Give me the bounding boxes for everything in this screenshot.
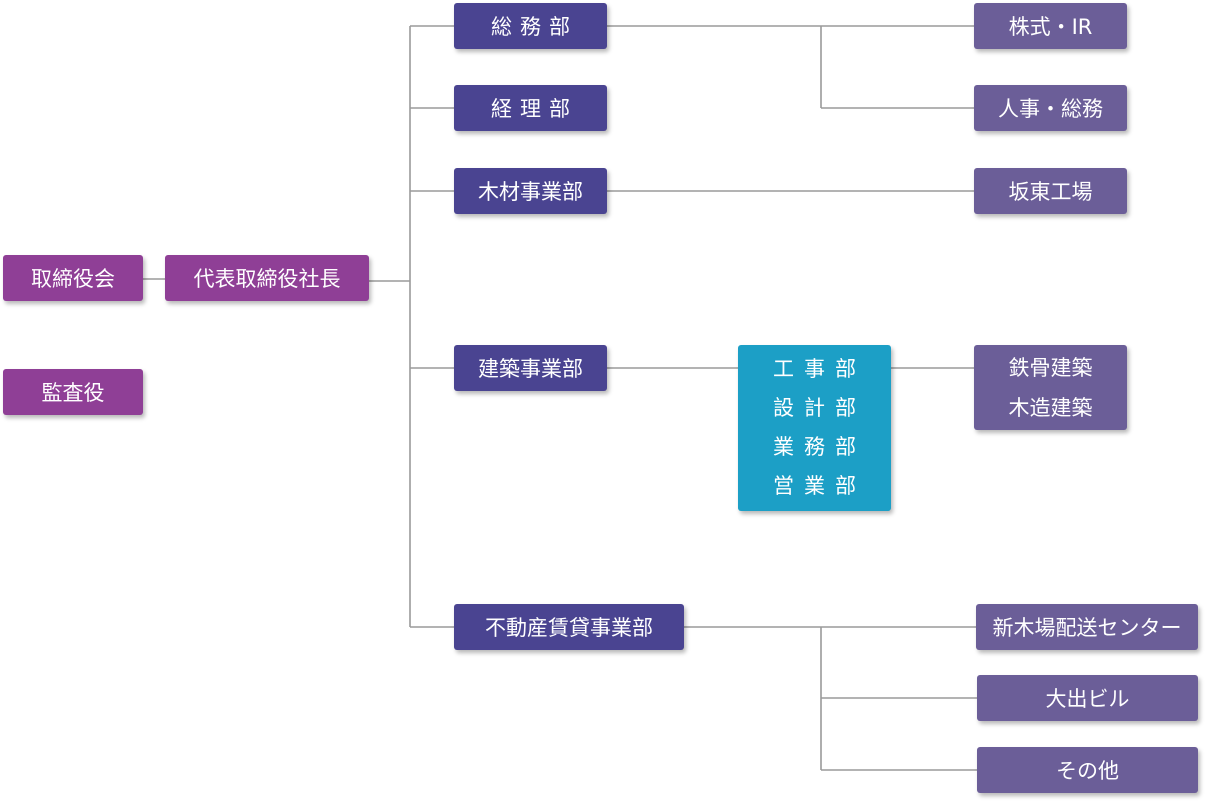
real-estate-rental-division-box: 不動産賃貸事業部 (454, 604, 684, 650)
construction-division-box: 建築事業部 (454, 345, 607, 391)
auditor-label: 監査役 (41, 381, 105, 405)
construction-types-box: 鉄骨建築 木造建築 (974, 345, 1127, 430)
bando-factory-label: 坂東工場 (1008, 180, 1093, 204)
shinkiba-delivery-center-label: 新木場配送センター (992, 616, 1182, 640)
general-affairs-division-label: 総務部 (491, 15, 578, 39)
general-affairs-division-box: 総務部 (454, 3, 607, 49)
hr-general-affairs-section-label: 人事・総務 (998, 97, 1103, 121)
hr-general-affairs-section-box: 人事・総務 (974, 85, 1127, 131)
oide-building-label: 大出ビル (1045, 687, 1130, 711)
auditor-box: 監査役 (3, 369, 143, 415)
oide-building-box: 大出ビル (977, 675, 1198, 721)
others-label: その他 (1056, 759, 1119, 783)
construction-dept-label: 設計部 (773, 396, 866, 420)
others-box: その他 (977, 747, 1198, 793)
real-estate-rental-division-label: 不動産賃貸事業部 (485, 616, 653, 640)
wooden-construction-label: 木造建築 (1008, 395, 1093, 420)
bando-factory-box: 坂東工場 (974, 168, 1127, 214)
construction-dept-label: 工事部 (773, 357, 866, 381)
shinkiba-delivery-center-box: 新木場配送センター (976, 604, 1198, 650)
steel-construction-label: 鉄骨建築 (1008, 355, 1093, 380)
president-box: 代表取締役社長 (165, 255, 369, 301)
stock-ir-section-box: 株式・IR (974, 3, 1127, 49)
accounting-division-box: 経理部 (454, 85, 607, 131)
construction-dept-label: 業務部 (773, 435, 866, 459)
construction-dept-label: 営業部 (773, 474, 866, 498)
lumber-division-label: 木材事業部 (478, 180, 583, 204)
president-label: 代表取締役社長 (193, 267, 341, 291)
stock-ir-section-label: 株式・IR (1008, 15, 1093, 39)
construction-departments-box: 工事部 設計部 業務部 営業部 (738, 345, 891, 511)
construction-division-label: 建築事業部 (478, 357, 583, 381)
board-of-directors-box: 取締役会 (3, 255, 143, 301)
accounting-division-label: 経理部 (491, 97, 578, 121)
lumber-division-box: 木材事業部 (454, 168, 607, 214)
board-of-directors-label: 取締役会 (31, 267, 115, 291)
